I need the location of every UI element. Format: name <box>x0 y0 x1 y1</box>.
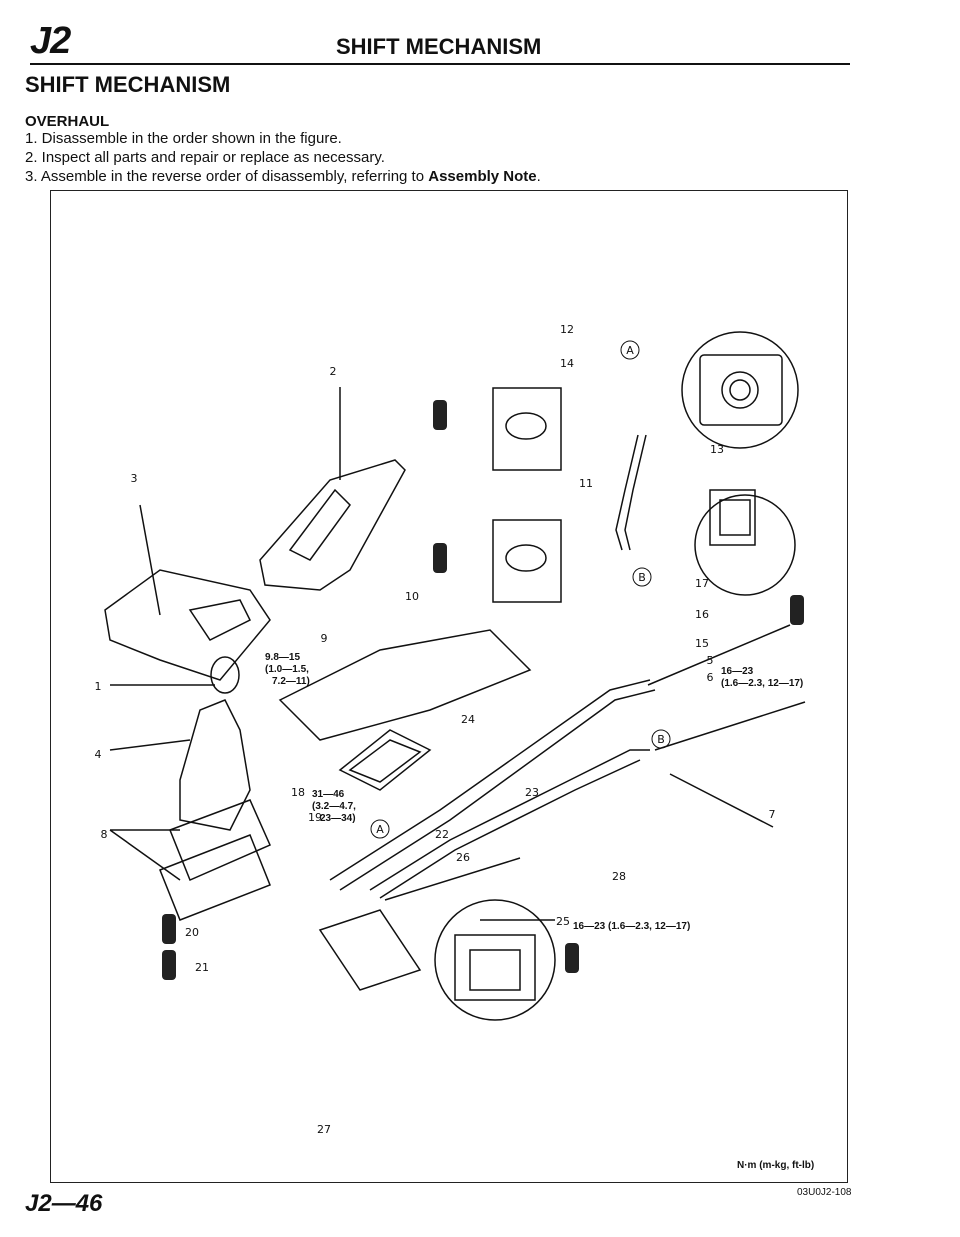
callout-3: 3 <box>131 472 138 485</box>
torque-units-label: N·m (m-kg, ft-lb) <box>737 1160 815 1171</box>
step-2: 2. Inspect all parts and repair or repla… <box>25 149 385 166</box>
grease-tube-icon <box>162 914 176 944</box>
callout-24: 24 <box>461 713 475 726</box>
grease-tube-icon <box>790 595 804 625</box>
callout-7: 7 <box>769 808 776 821</box>
shift-knob-drawing <box>210 656 240 694</box>
bracket-drawing <box>318 909 422 991</box>
callout-22: 22 <box>435 828 449 841</box>
header-rule <box>30 63 850 65</box>
callout-27: 27 <box>317 1123 331 1136</box>
shift-rod-upper <box>329 679 651 881</box>
torque-5-line-1: 16—23 <box>721 666 754 677</box>
view-marker-a-2: A <box>376 823 384 836</box>
callout-5: 5 <box>707 654 714 667</box>
assembly-note-ref: Assembly Note <box>428 168 537 185</box>
grease-tube-icon <box>565 943 579 973</box>
callout-19: 19 <box>308 811 322 824</box>
page-number: J2—46 <box>25 1190 103 1217</box>
callout-14: 14 <box>560 357 574 370</box>
callout-23: 23 <box>525 786 539 799</box>
callout-16: 16 <box>695 608 709 621</box>
detail-view-circle-c <box>434 899 556 1021</box>
torque-25-line-1: 16—23 (1.6—2.3, 12—17) <box>573 921 690 932</box>
callout-10: 10 <box>405 590 419 603</box>
torque-18-line-3: 23—34) <box>320 813 356 824</box>
callout-25: 25 <box>556 915 570 928</box>
callout-17: 17 <box>695 577 709 590</box>
torque-18-line-1: 31—46 <box>312 789 345 800</box>
callout-4: 4 <box>95 748 102 761</box>
step-3-text: 3. Assemble in the reverse order of disa… <box>25 168 429 185</box>
torque-9-line-1: 9.8—15 <box>265 652 300 663</box>
torque-5-line-2: (1.6—2.3, 12—17) <box>721 678 803 689</box>
callout-15: 15 <box>695 637 709 650</box>
callout-26: 26 <box>456 851 470 864</box>
plate-drawing <box>338 729 432 791</box>
callout-28: 28 <box>612 870 626 883</box>
callout-8: 8 <box>101 828 108 841</box>
figure-frame <box>50 190 848 1183</box>
step-3-suffix: . <box>536 168 541 185</box>
callout-13: 13 <box>710 443 724 456</box>
front-console-drawing <box>104 569 271 681</box>
detail-box-upper <box>492 387 562 471</box>
shift-mechanism-exploded-view: 1 2 3 4 5 6 7 8 9 10 11 12 13 14 15 16 1… <box>95 323 806 1136</box>
section-code: J2 <box>30 20 71 62</box>
section-heading-overhaul: OVERHAUL <box>25 113 110 130</box>
view-marker-b-2: B <box>657 733 665 746</box>
detail-view-circle-a <box>681 331 799 449</box>
torque-9-line-3: 7.2—11) <box>272 676 310 687</box>
header-title: SHIFT MECHANISM <box>336 34 542 59</box>
page-title: SHIFT MECHANISM <box>25 72 231 97</box>
shift-lever-drawing <box>615 434 639 551</box>
callout-1: 1 <box>95 680 102 693</box>
step-3: 3. Assemble in the reverse order of disa… <box>25 168 541 185</box>
torque-9-line-2: (1.0—1.5, <box>265 664 309 675</box>
callout-20: 20 <box>185 926 199 939</box>
grease-tube-icon <box>433 543 447 573</box>
callout-6: 6 <box>707 671 714 684</box>
detail-view-circle-b <box>694 494 796 596</box>
view-marker-b-1: B <box>638 571 646 584</box>
shift-rod-lower <box>369 749 650 891</box>
figure-code: 03U0J2-108 <box>797 1187 852 1198</box>
grease-tube-icon <box>433 400 447 430</box>
torque-18-line-2: (3.2—4.7, <box>312 801 356 812</box>
callout-9: 9 <box>321 632 328 645</box>
step-1: 1. Disassemble in the order shown in the… <box>25 130 342 147</box>
console-drawing <box>259 459 406 591</box>
detail-box-lower <box>492 519 562 603</box>
callout-11: 11 <box>579 477 593 490</box>
callout-2: 2 <box>330 365 337 378</box>
grease-tube-icon <box>162 950 176 980</box>
callout-21: 21 <box>195 961 209 974</box>
view-marker-a-1: A <box>626 344 634 357</box>
callout-12: 12 <box>560 323 574 336</box>
callout-18: 18 <box>291 786 305 799</box>
boot-drawing <box>179 699 251 831</box>
